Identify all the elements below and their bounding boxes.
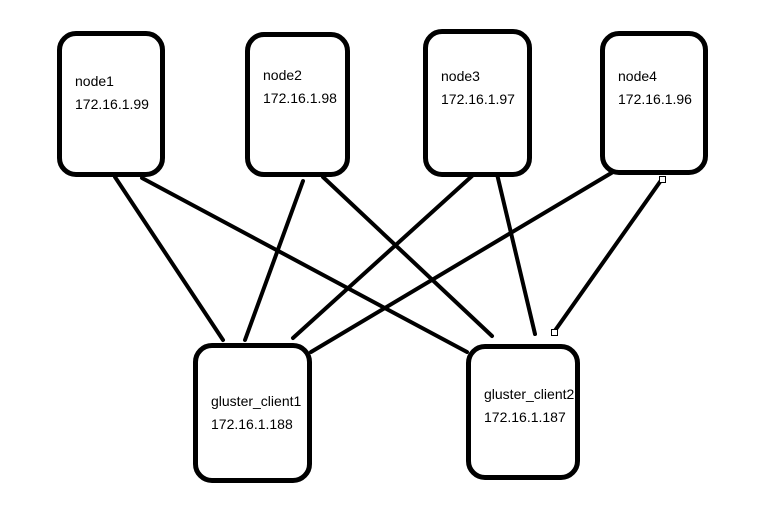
node-label: node3 — [441, 68, 480, 84]
diagram-node-node1[interactable]: node1 172.16.1.99 — [57, 31, 165, 177]
node-ip: 172.16.1.99 — [75, 96, 149, 112]
selection-handle[interactable] — [658, 175, 666, 183]
diagram-node-node2[interactable]: node2 172.16.1.98 — [245, 32, 350, 177]
diagram-node-gluster-client2[interactable]: gluster_client2 172.16.1.187 — [466, 344, 580, 480]
node-ip: 172.16.1.188 — [211, 416, 293, 432]
node-label: node1 — [75, 73, 114, 89]
diagram-node-node4[interactable]: node4 172.16.1.96 — [600, 31, 708, 175]
node-label: node2 — [263, 67, 302, 83]
connector-node3-gluster_client2[interactable] — [495, 172, 537, 336]
connector-node2-gluster_client2[interactable] — [321, 175, 494, 338]
connector-node3-gluster_client1[interactable] — [291, 174, 474, 340]
node-ip: 172.16.1.96 — [618, 91, 692, 107]
node-ip: 172.16.1.187 — [484, 409, 566, 425]
connector-node4-gluster_client1[interactable] — [309, 170, 615, 354]
connector-node4-gluster_client2[interactable] — [552, 177, 664, 334]
node-label: gluster_client1 — [211, 393, 302, 409]
diagram-node-node3[interactable]: node3 172.16.1.97 — [423, 29, 532, 177]
node-ip: 172.16.1.98 — [263, 90, 337, 106]
node-label: node4 — [618, 68, 657, 84]
connector-node2-gluster_client1[interactable] — [243, 179, 305, 342]
node-label: gluster_client2 — [484, 386, 575, 402]
diagram-node-gluster-client1[interactable]: gluster_client1 172.16.1.188 — [193, 343, 312, 483]
connector-node1-gluster_client2[interactable] — [140, 176, 469, 354]
connector-node1-gluster_client1[interactable] — [113, 175, 225, 342]
node-ip: 172.16.1.97 — [441, 91, 515, 107]
selection-handle[interactable] — [550, 328, 558, 336]
